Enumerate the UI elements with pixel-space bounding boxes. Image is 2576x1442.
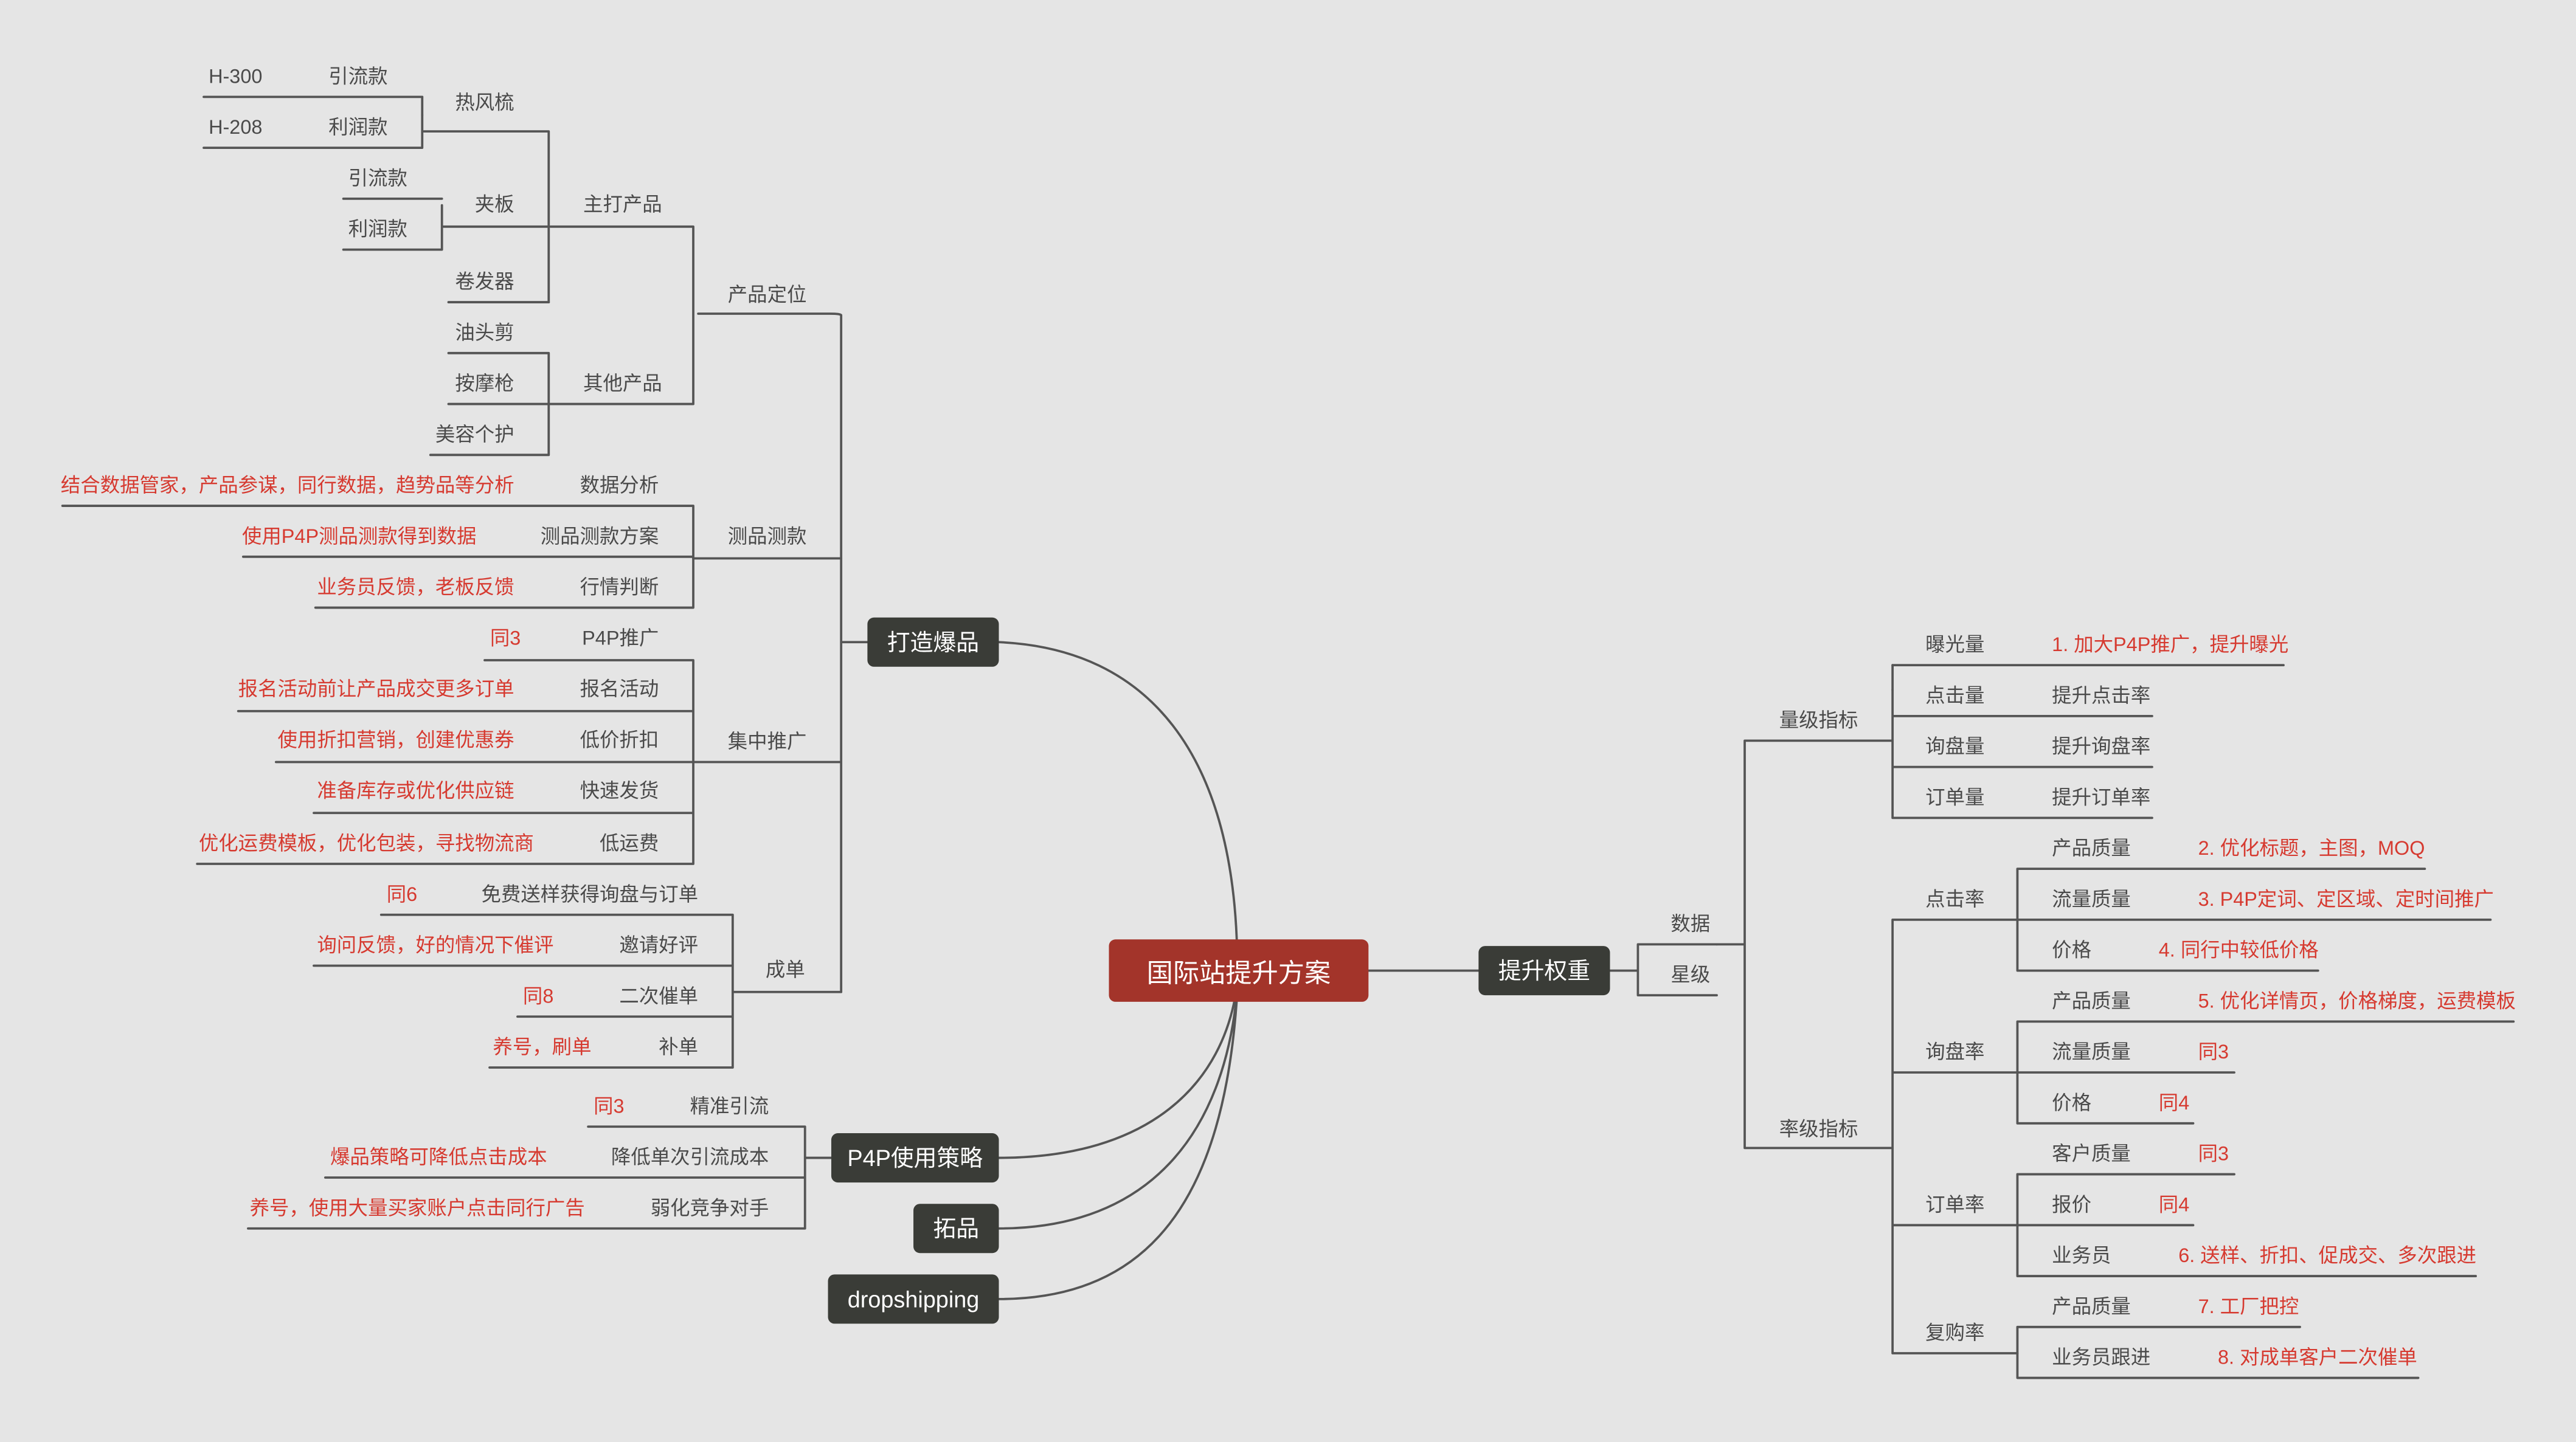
node-yl1[interactable]: 引流款 [328,64,388,88]
node-dd[interactable]: 订单量 [1925,785,1985,809]
node-yl2[interactable]: 引流款 [348,167,408,190]
node-am[interactable]: 按摩枪 [455,371,514,395]
node-mr[interactable]: 美容个护 [435,423,514,446]
node-cp[interactable]: 产品定位 [727,283,807,306]
note-ddl-kh: 同3 [2198,1142,2229,1165]
node-bg[interactable]: 曝光量 [1925,633,1985,657]
node-hq[interactable]: 行情判断 [580,575,659,599]
node-sj-r[interactable]: 数据 [1671,912,1711,936]
note-bm: 报名活动前让产品成交更多订单 [238,677,514,701]
node-bm[interactable]: 报名活动 [580,677,659,701]
node-xpl-ll[interactable]: 流量质量 [2052,1040,2131,1064]
node-dd-c[interactable]: 提升订单率 [2052,785,2151,809]
node-jf[interactable]: 卷发器 [455,270,514,294]
note-jq: 同3 [594,1094,625,1118]
note-djl-ll: 3. P4P定词、定区域、定时间推广 [2198,888,2494,911]
node-rh[interactable]: 弱化竞争对手 [650,1196,769,1219]
note-ddl-bj: 同4 [2158,1193,2190,1216]
node-djl[interactable]: 点击率 [1925,888,1985,911]
node-yq[interactable]: 邀请好评 [619,933,699,957]
note-djl-cp: 2. 优化标题，主图，MOQ [2198,837,2425,860]
branch-ds[interactable]: dropshipping [828,1274,999,1324]
note-bg: 1. 加大P4P推广，提升曝光 [2052,633,2289,657]
node-dy[interactable]: 低运费 [600,832,659,855]
node-ddl-bj[interactable]: 报价 [2052,1193,2092,1216]
node-xp[interactable]: 询盘量 [1925,734,1985,758]
node-h300[interactable]: H-300 [209,64,263,88]
note-jd: 爆品策略可降低点击成本 [330,1145,547,1169]
node-cf[interactable]: 测品测款方案 [540,525,659,548]
branch-tp[interactable]: 拓品 [913,1204,999,1254]
node-lr2[interactable]: 利润款 [348,217,408,241]
node-dj-c[interactable]: 提升点击率 [2052,684,2151,707]
node-xpl[interactable]: 询盘率 [1925,1040,1985,1064]
note-yq: 询问反馈，好的情况下催评 [317,933,554,957]
note-p4: 同3 [490,626,521,650]
node-ddl-yw[interactable]: 业务员 [2052,1244,2111,1268]
node-dj[interactable]: 低价折扣 [580,728,659,751]
node-rf[interactable]: 热风梳 [455,91,514,114]
node-zd[interactable]: 主打产品 [583,193,662,216]
node-djl-ll[interactable]: 流量质量 [2052,888,2131,911]
note-fgl-gj: 8. 对成单客户二次催单 [2218,1345,2417,1369]
note-dy: 优化运费模板，优化包装，寻找物流商 [198,832,534,855]
node-xpl-cp[interactable]: 产品质量 [2052,989,2131,1013]
node-cd[interactable]: 成单 [765,958,805,982]
note-sj: 结合数据管家，产品参谋，同行数据，趋势品等分析 [60,474,514,497]
note-mf: 同6 [386,883,418,906]
node-h208[interactable]: H-208 [209,116,263,139]
node-ddl-kh[interactable]: 客户质量 [2052,1142,2131,1165]
node-qt[interactable]: 其他产品 [583,371,662,395]
node-xpl-jg[interactable]: 价格 [2052,1091,2092,1114]
node-lzb[interactable]: 率级指标 [1779,1117,1858,1141]
node-fgl-gj[interactable]: 业务员跟进 [2052,1345,2151,1369]
note-ks: 准备库存或优化供应链 [317,779,514,802]
note-xpl-jg: 同4 [2158,1091,2190,1114]
note-ddl-yw: 6. 送样、折扣、促成交、多次跟进 [2178,1244,2477,1268]
node-bd[interactable]: 补单 [659,1035,699,1059]
note-djl-jg: 4. 同行中较低价格 [2158,938,2319,962]
node-fgl-cp[interactable]: 产品质量 [2052,1295,2131,1318]
node-sj[interactable]: 数据分析 [580,474,659,497]
node-fgl[interactable]: 复购率 [1925,1321,1985,1345]
note-xpl-cp: 5. 优化详情页，价格梯度，运费模板 [2198,989,2516,1013]
note-fgl-cp: 7. 工厂把控 [2198,1295,2299,1318]
node-dj-r[interactable]: 点击量 [1925,684,1985,707]
node-xp-c[interactable]: 提升询盘率 [2052,734,2151,758]
node-djl-cp[interactable]: 产品质量 [2052,837,2131,860]
branch-p4p[interactable]: P4P使用策略 [831,1133,999,1183]
note-cf: 使用P4P测品测款得到数据 [241,525,477,548]
note-dj: 使用折扣营销，创建优惠券 [277,728,514,751]
node-lr1[interactable]: 利润款 [328,116,388,139]
node-djl-jg[interactable]: 价格 [2052,938,2092,962]
branch-bk[interactable]: 打造爆品 [867,617,999,667]
node-jz[interactable]: 集中推广 [727,730,807,753]
note-xpl-ll: 同3 [2198,1040,2229,1064]
note-hq: 业务员反馈，老板反馈 [317,575,514,599]
node-ljzb[interactable]: 量级指标 [1779,708,1858,732]
note-ec: 同8 [522,984,554,1008]
node-jq[interactable]: 精准引流 [690,1094,769,1118]
node-p4[interactable]: P4P推广 [582,626,659,650]
node-cs[interactable]: 测品测款 [727,525,807,548]
branch-ts[interactable]: 提升权重 [1478,946,1610,996]
node-jd[interactable]: 降低单次引流成本 [611,1145,769,1169]
root-node[interactable]: 国际站提升方案 [1109,939,1369,1002]
node-ks[interactable]: 快速发货 [580,779,659,802]
node-yt[interactable]: 油头剪 [455,321,514,344]
note-bd: 养号，刷单 [493,1035,592,1059]
node-jb[interactable]: 夹板 [474,193,514,216]
node-ec[interactable]: 二次催单 [619,984,699,1008]
node-mf[interactable]: 免费送样获得询盘与订单 [481,883,699,906]
node-ddl[interactable]: 订单率 [1925,1193,1985,1216]
note-rh: 养号，使用大量买家账户点击同行广告 [249,1196,585,1219]
node-xj[interactable]: 星级 [1671,963,1711,987]
